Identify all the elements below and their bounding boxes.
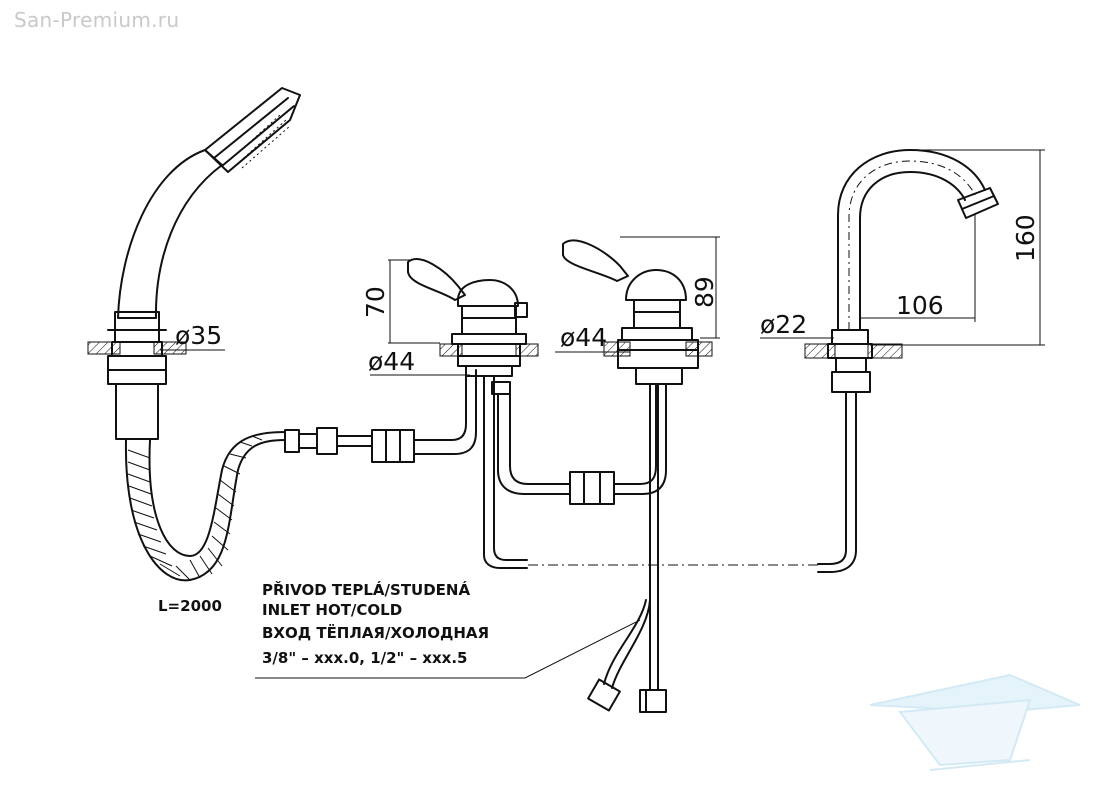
dim-right: 89 ø44 <box>555 236 720 353</box>
dim-d44-right-label: ø44 <box>560 323 607 352</box>
site-watermark: San-Premium.ru <box>14 8 180 32</box>
right-valve <box>562 239 713 713</box>
note-line-3: ВХОД ТЁПЛАЯ/ХОЛОДНАЯ <box>262 623 489 642</box>
dim-d44-left-label: ø44 <box>368 347 415 376</box>
hand-shower <box>87 87 477 582</box>
hose-length-label: L=2000 <box>158 597 222 615</box>
note-line-1: PŘIVOD TEPLÁ/STUDENÁ <box>262 580 470 599</box>
dim-spout: 160 106 ø22 <box>760 149 1045 346</box>
dim-d35-label: ø35 <box>175 321 222 350</box>
spout <box>804 149 999 573</box>
dim-160-label: 160 <box>1011 214 1040 262</box>
note-line-4: 3/8" – xxx.0, 1/2" – xxx.5 <box>262 649 467 667</box>
dim-d22-label: ø22 <box>760 310 807 339</box>
dim-106-label: 106 <box>896 291 944 320</box>
dim-d35: ø35 <box>160 321 225 351</box>
dim-70-label: 70 <box>361 286 390 318</box>
dim-89-label: 89 <box>690 276 719 308</box>
dim-left: 70 ø44 <box>361 259 470 376</box>
left-valve <box>407 258 571 569</box>
note-leader-line <box>255 619 641 679</box>
bathtub-logo-watermark <box>869 673 1081 771</box>
note-line-2: INLET HOT/COLD <box>262 601 402 619</box>
inlet-note: PŘIVOD TEPLÁ/STUDENÁ INLET HOT/COLD ВХОД… <box>262 580 489 667</box>
